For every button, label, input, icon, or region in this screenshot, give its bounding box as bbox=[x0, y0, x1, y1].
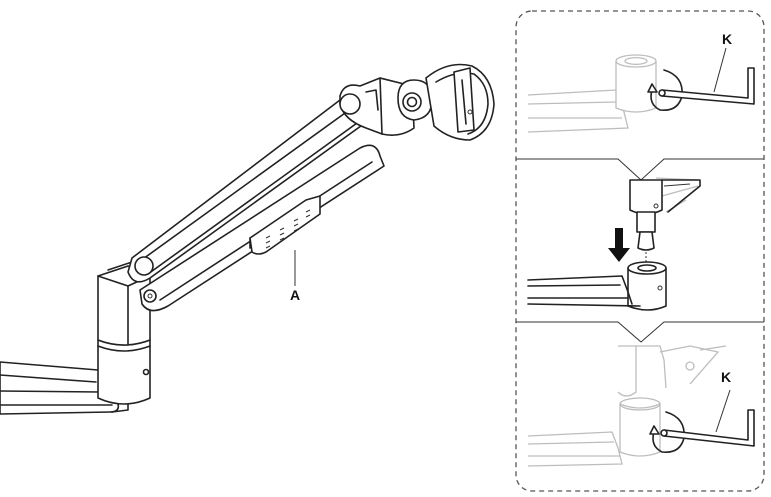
tilt-head bbox=[397, 63, 495, 141]
separator-2 bbox=[516, 321, 764, 343]
hex-key-icon-2 bbox=[660, 409, 755, 447]
column bbox=[97, 339, 151, 405]
cable-cover bbox=[249, 195, 321, 255]
rotate-arrow-icon bbox=[650, 69, 683, 112]
elbow-joint bbox=[339, 77, 415, 136]
lower-pivot bbox=[134, 256, 157, 303]
instruction-panel: K bbox=[515, 10, 765, 492]
label-k-bottom: K bbox=[721, 369, 731, 385]
label-a: A bbox=[290, 287, 300, 303]
rotate-arrow-icon-2 bbox=[652, 411, 685, 454]
step-2 bbox=[527, 177, 701, 311]
panel-border bbox=[515, 10, 765, 492]
monitor-arm: A bbox=[0, 63, 495, 415]
label-k-top: K bbox=[722, 31, 732, 47]
step-1: K bbox=[527, 31, 755, 133]
down-arrow-icon bbox=[608, 228, 630, 262]
step-3: K bbox=[527, 345, 755, 467]
hex-key-icon bbox=[658, 67, 755, 105]
separator-1 bbox=[516, 158, 764, 181]
grip-slots bbox=[265, 209, 311, 249]
lower-link bbox=[139, 144, 385, 312]
